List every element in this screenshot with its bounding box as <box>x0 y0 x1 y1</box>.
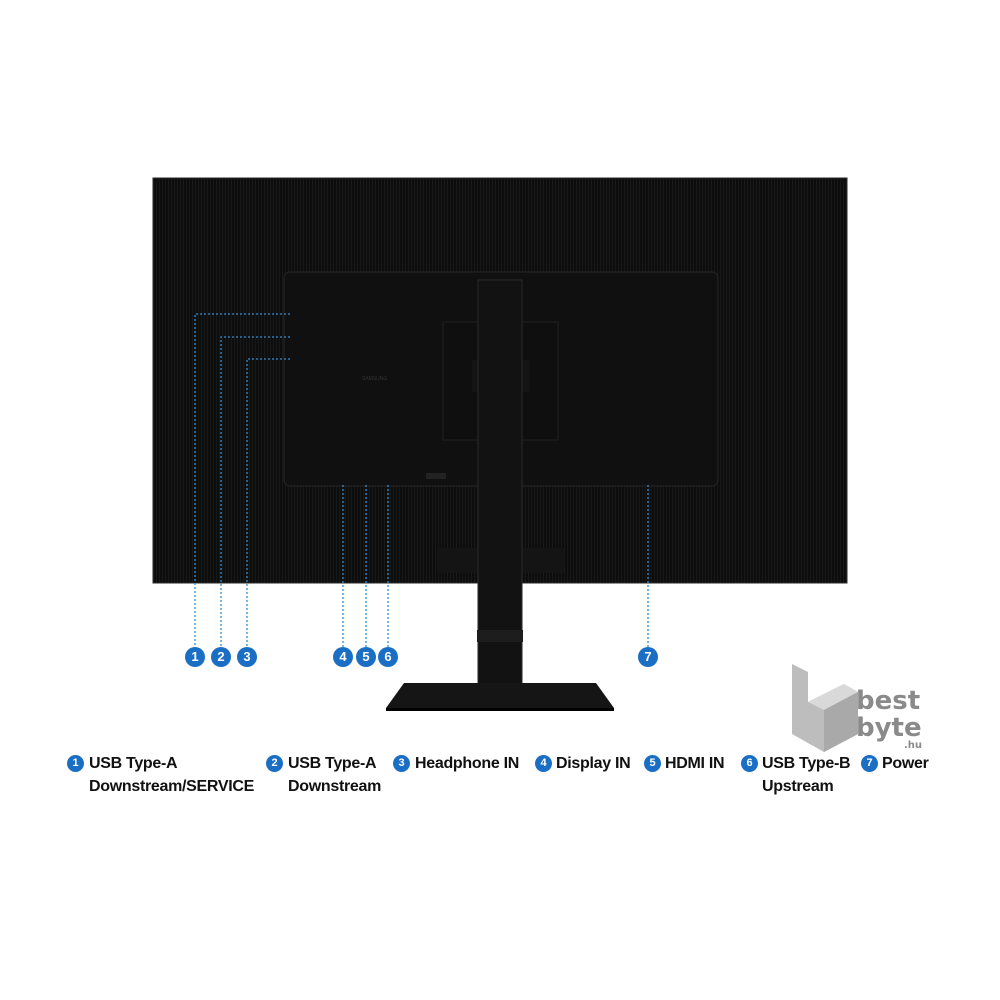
stand-base-edge <box>386 708 614 711</box>
legend-item-4-line1: Display IN <box>556 755 631 772</box>
logo-brand-line1: best <box>856 686 921 716</box>
legend-num-6: 6 <box>741 755 758 772</box>
legend-item-2-line1: USB Type-A <box>288 755 377 772</box>
legend-item-1-line1: USB Type-A <box>89 755 178 772</box>
legend-item-7-line1: Power <box>882 755 929 772</box>
legend-item-6-line2: Upstream <box>762 778 834 795</box>
callout-badge-1: 1 <box>185 647 205 667</box>
legend-item-1-line2: Downstream/SERVICE <box>89 778 255 795</box>
callout-badge-4: 4 <box>333 647 353 667</box>
legend-num-5: 5 <box>644 755 661 772</box>
callout-badge-6: 6 <box>378 647 398 667</box>
callout-badge-3: 3 <box>237 647 257 667</box>
legend-num-4: 4 <box>535 755 552 772</box>
legend-item-2-line2: Downstream <box>288 778 382 795</box>
callout-badge-5: 5 <box>356 647 376 667</box>
legend-item-6-line1: USB Type-B <box>762 755 851 772</box>
logo-suffix: .hu <box>904 740 923 751</box>
bestbyte-logo-icon <box>792 664 858 752</box>
legend-num-1: 1 <box>67 755 84 772</box>
legend-item-5-line1: HDMI IN <box>665 755 725 772</box>
logo-brand-line2: byte <box>856 713 922 743</box>
port-strip <box>426 473 446 479</box>
vent-right <box>522 548 564 573</box>
stand-base <box>386 683 614 708</box>
legend-num-7: 7 <box>861 755 878 772</box>
legend-item-3-line1: Headphone IN <box>415 755 519 772</box>
callout-badge-7: 7 <box>638 647 658 667</box>
leader-line-2 <box>220 336 290 648</box>
callout-badge-2: 2 <box>211 647 231 667</box>
vent-left <box>437 548 479 573</box>
stand-clip <box>477 630 523 642</box>
legend-num-3: 3 <box>393 755 410 772</box>
legend-num-2: 2 <box>266 755 283 772</box>
bezel-brand-text: SAMSUNG <box>362 376 387 382</box>
leader-line-1 <box>194 313 290 648</box>
